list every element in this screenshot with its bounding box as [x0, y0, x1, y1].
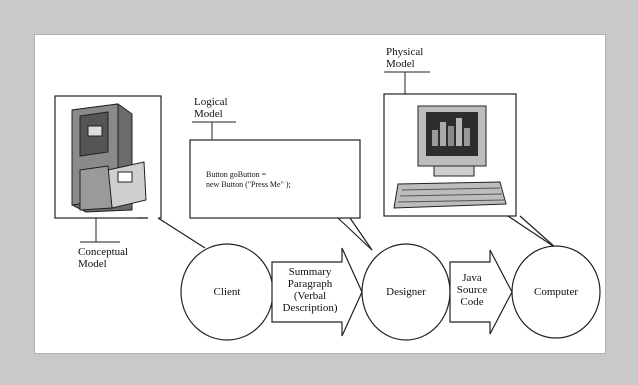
computer-icon: [393, 105, 507, 209]
logical-model-label: Logical Model: [194, 96, 228, 120]
conceptual-model-line1: Conceptual: [78, 246, 129, 258]
summary-line3: (Verbal: [293, 290, 327, 302]
java-arrow-label: Java Source Code: [450, 272, 494, 308]
physical-model-label: Physical Model: [386, 46, 423, 70]
logical-box: [189, 139, 373, 251]
designer-label: Designer: [386, 286, 426, 298]
java-arrow: [449, 249, 513, 335]
summary-line2: Paragraph: [287, 278, 333, 290]
code-line2: new Button ("Press Me" );: [206, 180, 291, 189]
summary-line4: Description): [282, 302, 338, 314]
summary-arrow-label: Summary Paragraph (Verbal Description): [274, 266, 346, 314]
java-line1: Java: [462, 272, 482, 284]
code-snippet: Button goButton = new Button ("Press Me"…: [206, 170, 291, 190]
summary-arrow: [271, 247, 363, 337]
java-line2: Source: [456, 284, 488, 296]
summary-line1: Summary: [288, 266, 332, 278]
conceptual-model-line2: Model: [78, 258, 107, 270]
file-cabinet-icon: [71, 103, 147, 213]
logical-model-line1: Logical: [194, 96, 228, 108]
physical-model-line2: Model: [386, 58, 415, 70]
label-brackets: [80, 71, 430, 243]
client-label: Client: [213, 286, 241, 298]
code-line1: Button goButton =: [206, 170, 267, 179]
logical-model-line2: Model: [194, 108, 223, 120]
conceptual-model-label: Conceptual Model: [78, 246, 128, 270]
physical-model-line1: Physical: [386, 46, 424, 58]
computer-label: Computer: [534, 286, 578, 298]
java-line3: Code: [460, 296, 484, 308]
